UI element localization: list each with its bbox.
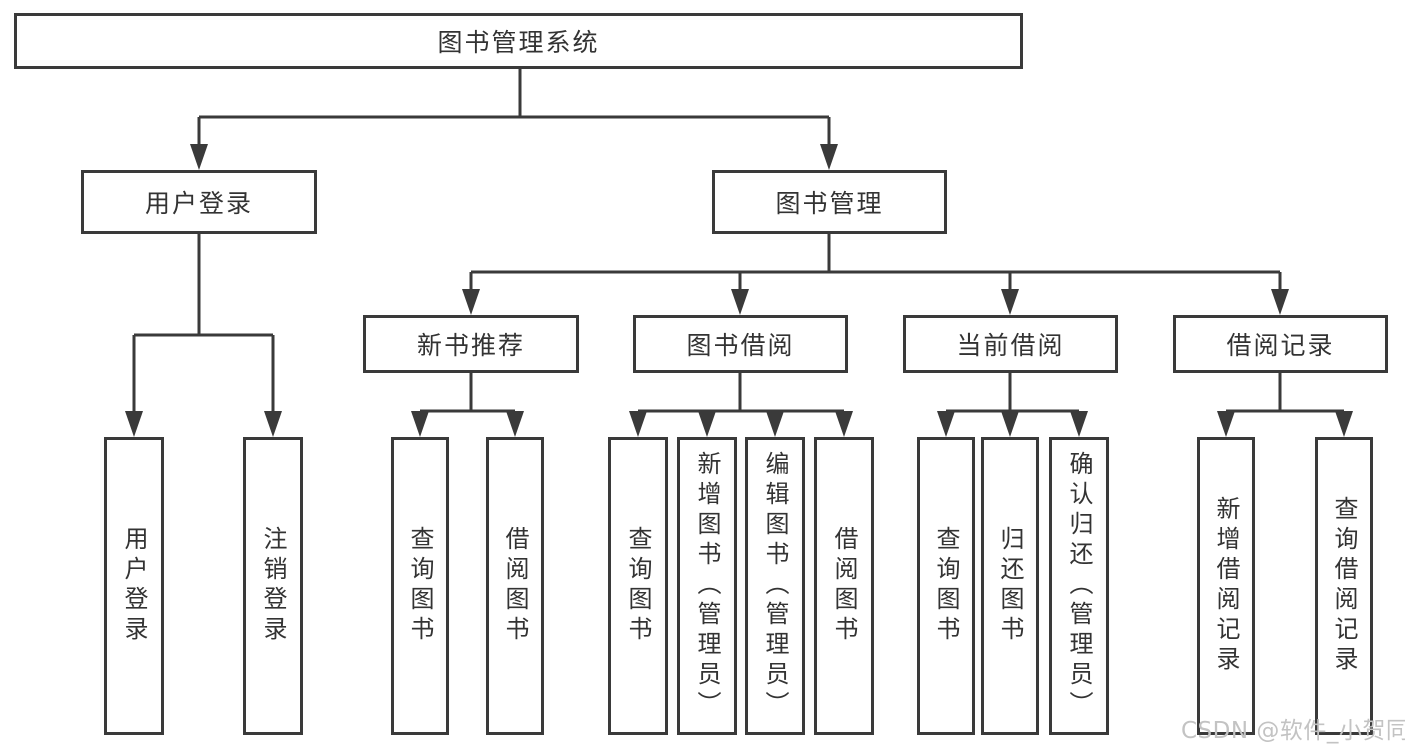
- leaf-label: 借阅图书: [501, 526, 529, 646]
- leaf-add-borrow-record: 新增借阅记录: [1197, 437, 1255, 735]
- node-new-book-recommend: 新书推荐: [363, 315, 579, 373]
- node-book-management: 图书管理: [712, 170, 947, 234]
- leaf-query-book-borrow: 查询图书: [608, 437, 668, 735]
- leaf-label: 注销登录: [259, 526, 287, 646]
- leaf-logout: 注销登录: [243, 437, 303, 735]
- leaf-label: 新增借阅记录: [1212, 496, 1240, 676]
- leaf-label: 用户登录: [120, 526, 148, 646]
- leaf-label: 查询图书: [624, 526, 652, 646]
- leaf-return-book: 归还图书: [981, 437, 1039, 735]
- node-library-management-system: 图书管理系统: [14, 13, 1023, 69]
- leaf-query-book-recommend: 查询图书: [391, 437, 449, 735]
- leaf-label: 确认归还（管理员）: [1065, 451, 1093, 721]
- node-user-login: 用户登录: [81, 170, 317, 234]
- leaf-label: 编辑图书（管理员）: [761, 451, 789, 721]
- leaf-query-book-current: 查询图书: [917, 437, 975, 735]
- leaf-add-book-admin: 新增图书（管理员）: [677, 437, 737, 735]
- leaf-label: 新增图书（管理员）: [693, 451, 721, 721]
- node-borrow-records: 借阅记录: [1173, 315, 1388, 373]
- leaf-query-borrow-record: 查询借阅记录: [1315, 437, 1373, 735]
- watermark: CSDN @软件_小贺同学: [1181, 718, 1405, 744]
- leaf-borrow-book-recommend: 借阅图书: [486, 437, 544, 735]
- leaf-borrow-book: 借阅图书: [814, 437, 874, 735]
- leaf-label: 借阅图书: [830, 526, 858, 646]
- leaf-user-login: 用户登录: [104, 437, 164, 735]
- leaf-confirm-return-admin: 确认归还（管理员）: [1049, 437, 1109, 735]
- leaf-label: 查询图书: [932, 526, 960, 646]
- leaf-label: 查询借阅记录: [1330, 496, 1358, 676]
- leaf-edit-book-admin: 编辑图书（管理员）: [745, 437, 805, 735]
- leaf-label: 归还图书: [996, 526, 1024, 646]
- node-book-borrow: 图书借阅: [633, 315, 848, 373]
- node-current-borrow: 当前借阅: [903, 315, 1118, 373]
- leaf-label: 查询图书: [406, 526, 434, 646]
